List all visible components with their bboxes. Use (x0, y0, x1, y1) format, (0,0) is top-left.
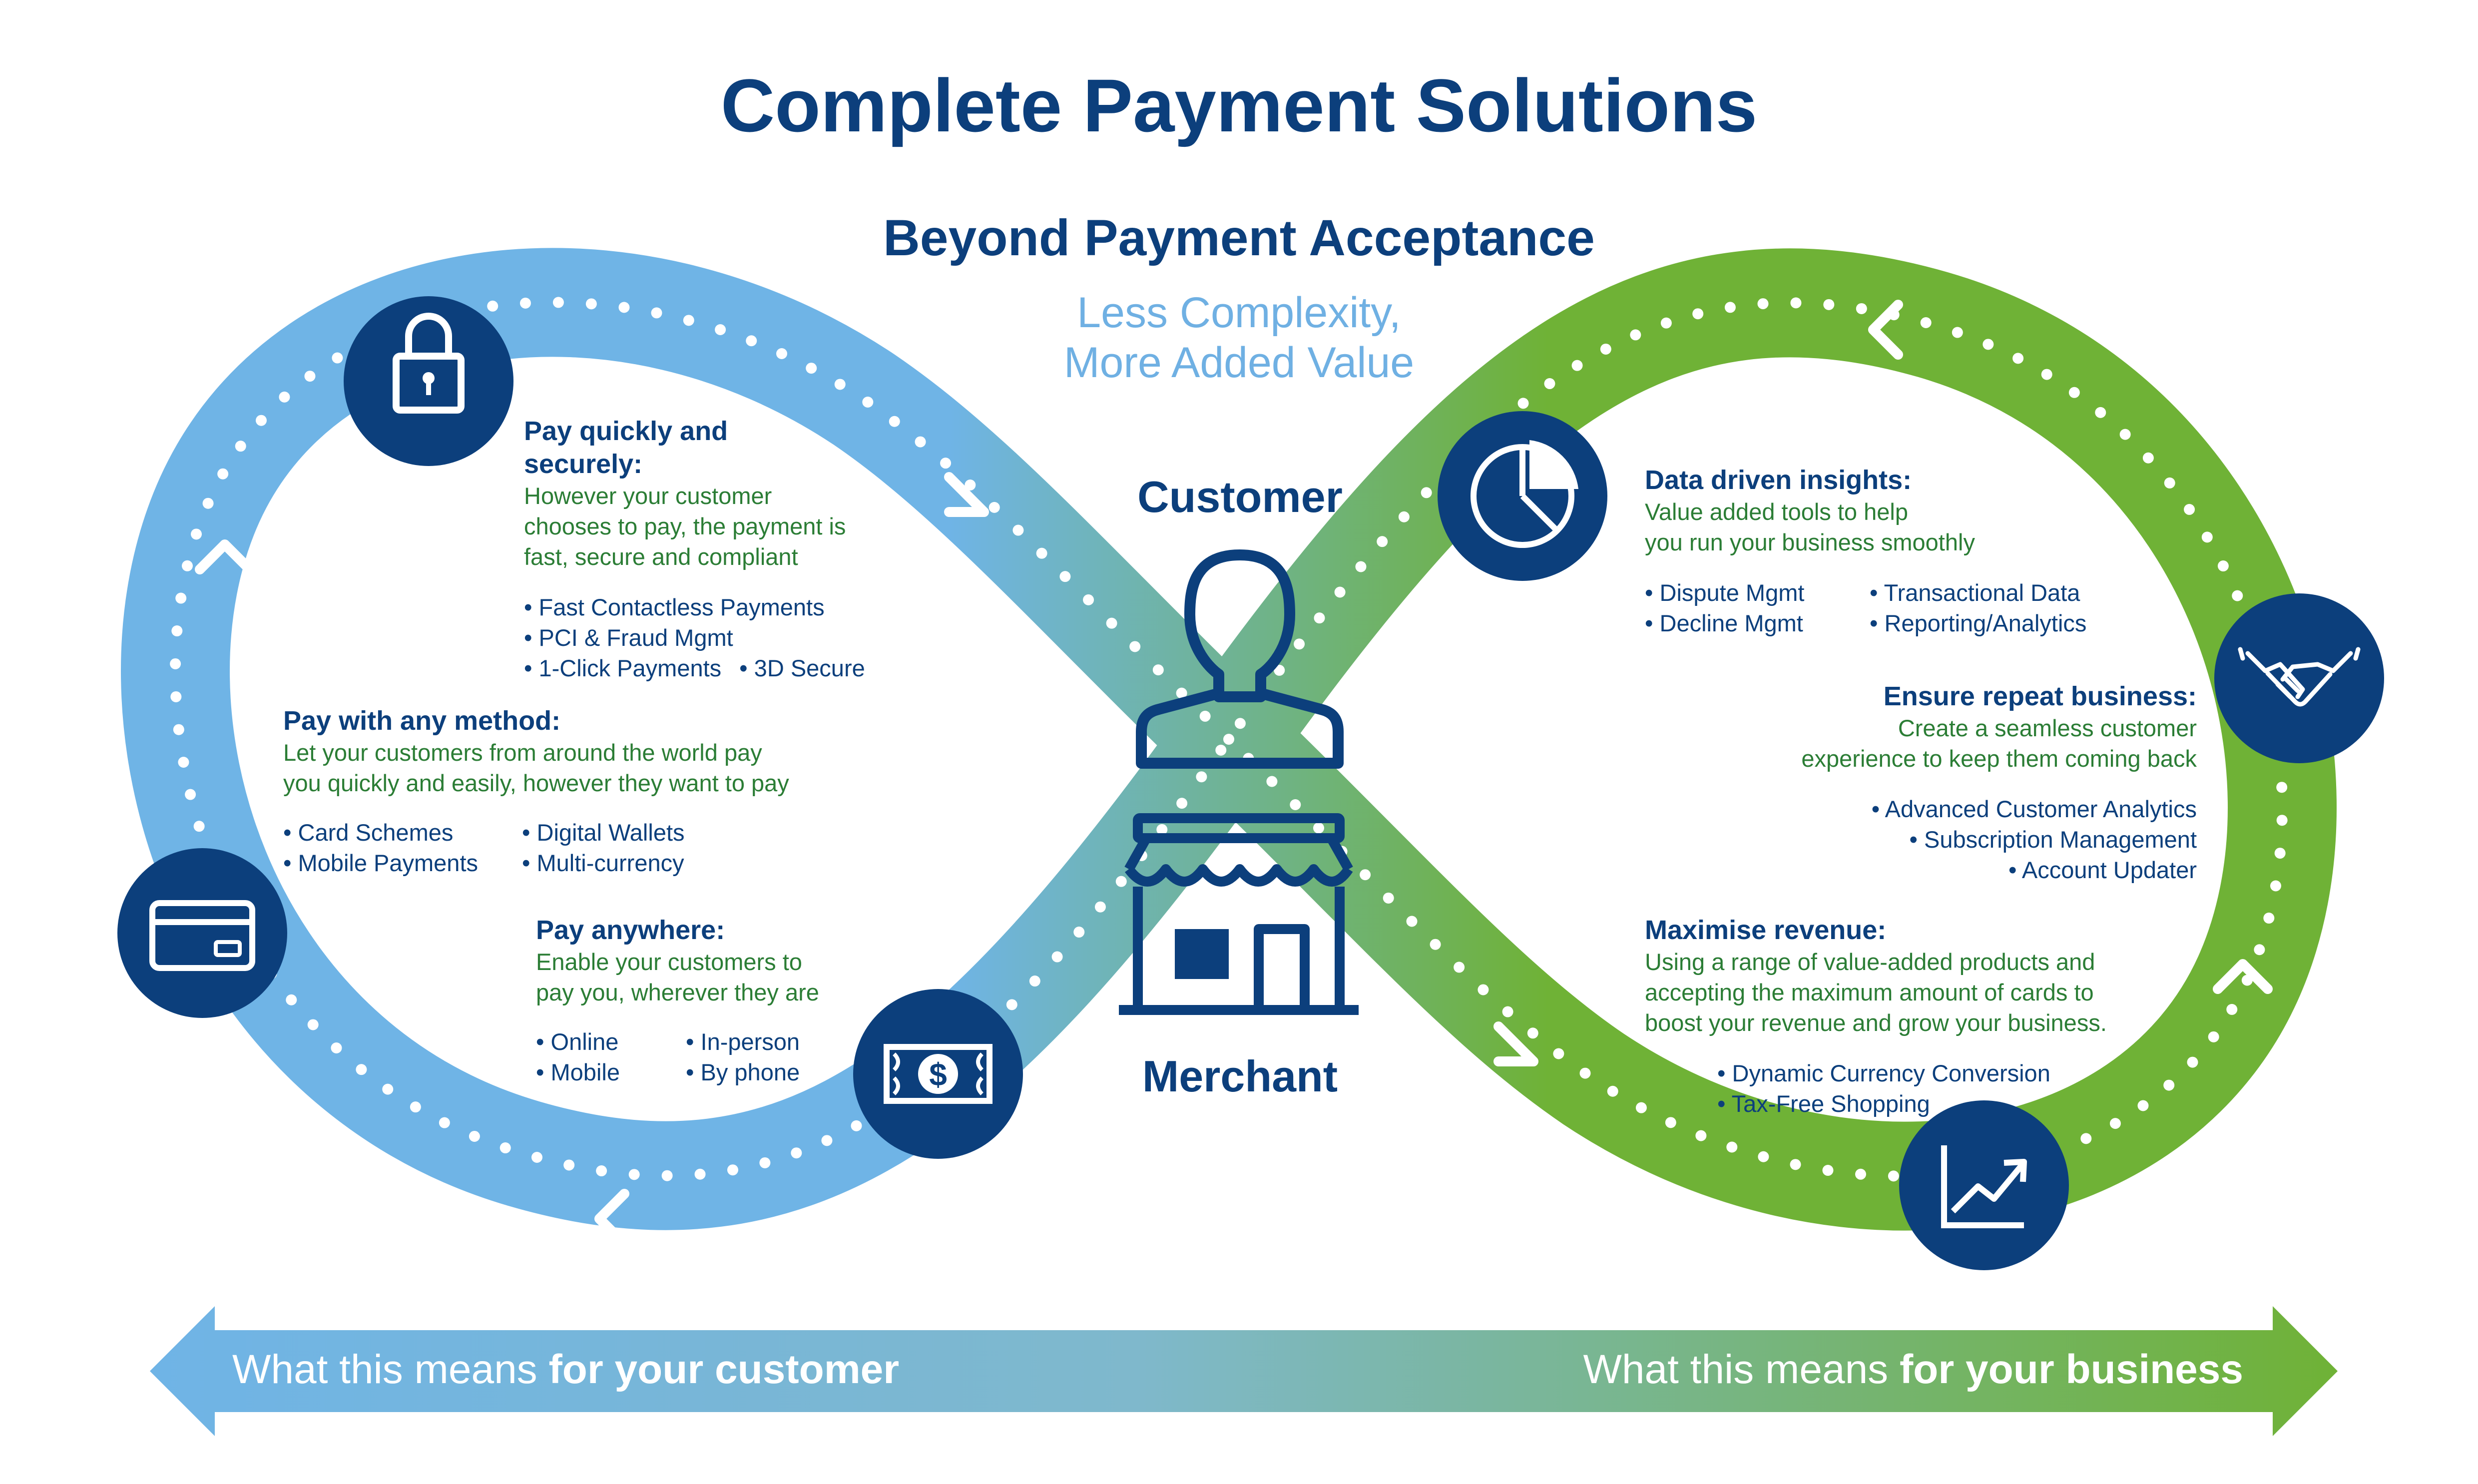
chevron-icon (2213, 959, 2273, 994)
merchant-label: Merchant (1142, 1051, 1338, 1101)
chevron-icon (594, 1189, 629, 1249)
lock-icon (344, 296, 513, 466)
data-insights-block: Data driven insights: Value added tools … (1645, 465, 1975, 555)
pay-quickly-block: Pay quickly and securely: However your c… (524, 416, 865, 681)
cash-icon: $ (853, 989, 1023, 1159)
pie-chart-icon (1438, 411, 1607, 581)
credit-card-icon (117, 848, 287, 1018)
pay-anywhere-block: Pay anywhere: Enable your customers to p… (536, 915, 819, 1005)
tagline: Less Complexity, More Added Value (1063, 289, 1415, 387)
chevron-icon (944, 472, 989, 517)
chevron-icon (1868, 300, 1903, 360)
chevron-icon (1493, 1021, 1538, 1066)
customer-label: Customer (1137, 472, 1343, 521)
person-icon (1136, 549, 1344, 769)
pay-anywhere-bullets-1: • Online • Mobile (536, 1028, 620, 1085)
pay-any-method-bullets-2: • Digital Wallets • Multi-currency (522, 819, 685, 876)
maximise-revenue-bullets: • Dynamic Currency Conversion • Tax-Free… (1717, 1060, 2050, 1117)
pay-any-method-block: Pay with any method: Let your customers … (283, 706, 789, 796)
svg-text:$: $ (929, 1056, 947, 1092)
growth-chart-icon (1899, 1100, 2069, 1270)
infinity-dots (170, 297, 2288, 1182)
customer-arrow-label: What this means for your customer (232, 1347, 900, 1392)
chevron-icon (195, 539, 255, 574)
double-arrow (150, 1306, 2338, 1436)
pay-anywhere-bullets-2: • In-person • By phone (686, 1028, 800, 1085)
business-arrow-label: What this means for your business (1583, 1347, 2244, 1392)
maximise-revenue-block: Maximise revenue: Using a range of value… (1645, 915, 2107, 1036)
data-insights-bullets-1: • Dispute Mgmt • Decline Mgmt (1645, 579, 1805, 636)
handshake-icon (2214, 593, 2384, 763)
repeat-business-block: Ensure repeat business: Create a seamles… (1801, 681, 2197, 883)
pay-any-method-bullets-1: • Card Schemes • Mobile Payments (283, 819, 478, 876)
page-title: Complete Payment Solutions (720, 63, 1758, 147)
page-subtitle: Beyond Payment Acceptance (883, 209, 1595, 266)
storefront-icon (1119, 813, 1359, 1015)
data-insights-bullets-2: • Transactional Data • Reporting/Analyti… (1870, 579, 2087, 636)
